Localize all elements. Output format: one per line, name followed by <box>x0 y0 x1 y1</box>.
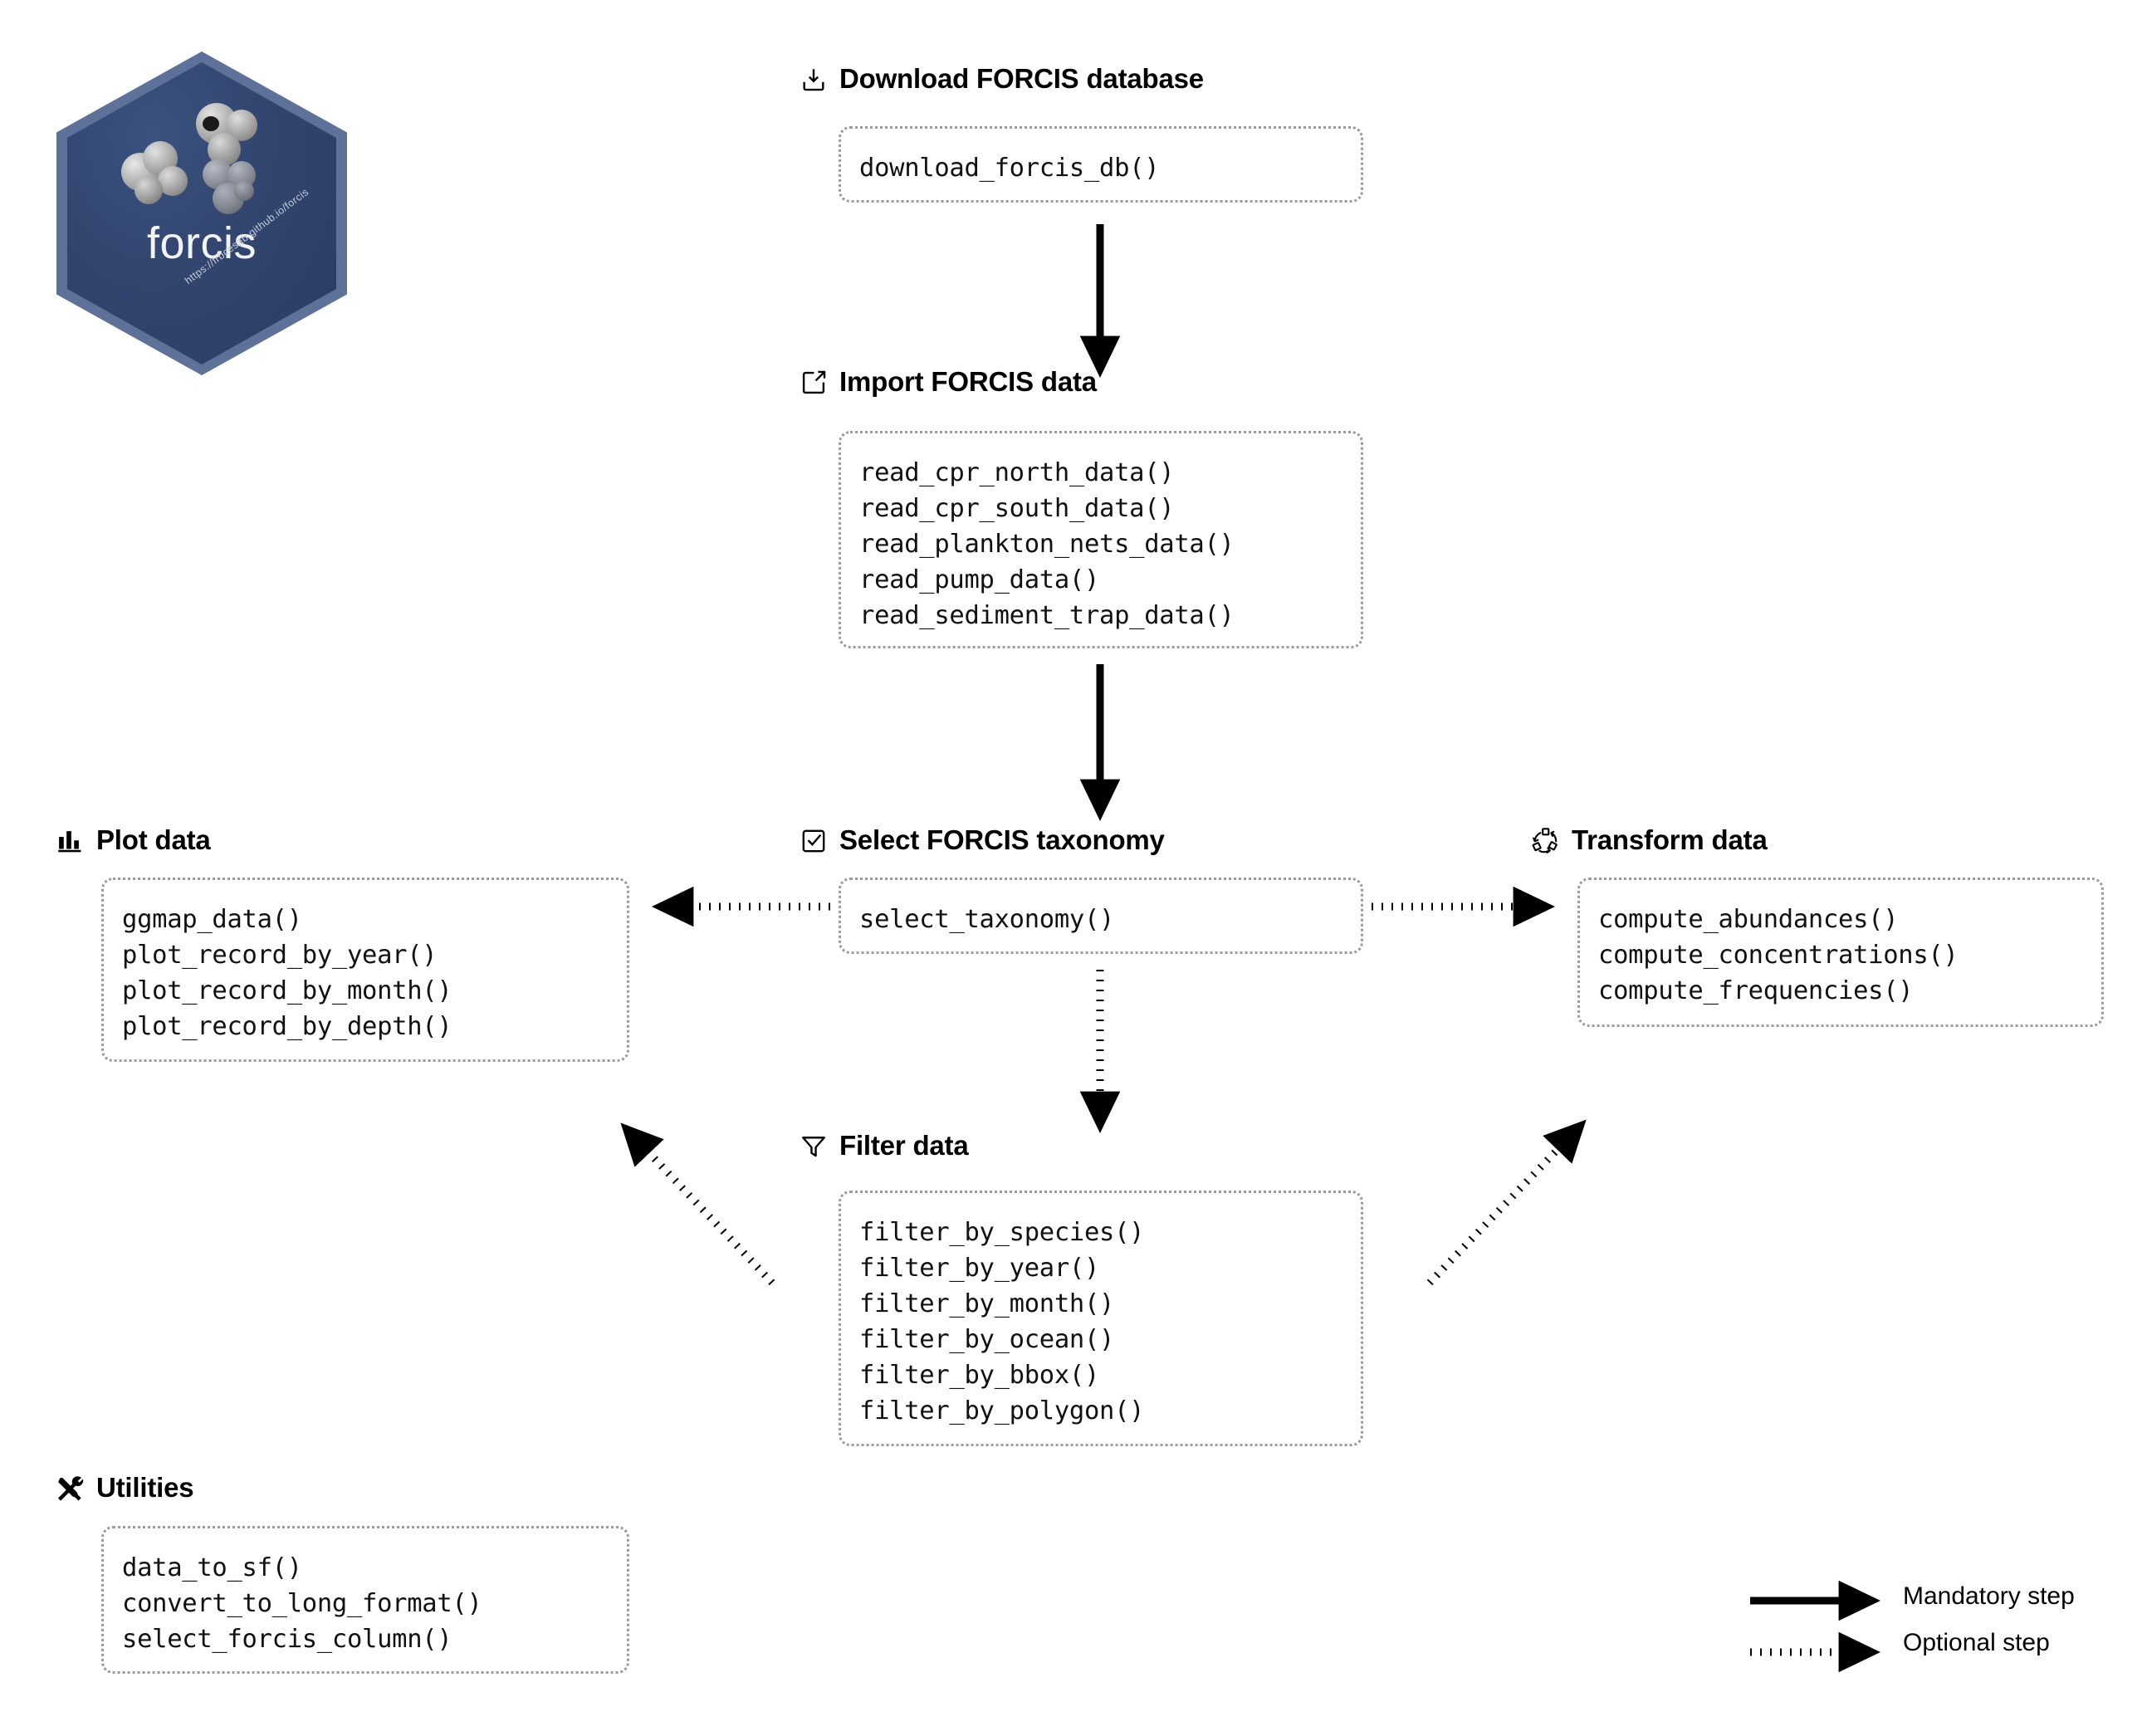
section-title: Select FORCIS taxonomy <box>839 824 1165 855</box>
code-box-import: read_cpr_north_data() read_cpr_south_dat… <box>839 431 1363 648</box>
function-name: ggmap_data() <box>122 905 302 934</box>
function-name: filter_by_polygon() <box>859 1396 1145 1425</box>
function-name: convert_to_long_format() <box>122 1589 482 1618</box>
code-box-download: download_forcis_db() <box>839 126 1363 203</box>
section-header-taxonomy: Select FORCIS taxonomy <box>800 826 1165 855</box>
function-name: plot_record_by_year() <box>122 941 438 970</box>
section-title: Download FORCIS database <box>839 63 1204 94</box>
recycle-icon <box>1532 827 1560 855</box>
section-header-import: Import FORCIS data <box>800 368 1097 397</box>
code-box-taxonomy: select_taxonomy() <box>839 878 1363 954</box>
download-icon <box>800 66 828 94</box>
function-name: plot_record_by_depth() <box>122 1012 452 1041</box>
legend-item-mandatory: Mandatory step <box>1739 1573 2075 1620</box>
function-name: read_plankton_nets_data() <box>859 530 1235 559</box>
function-name: read_cpr_north_data() <box>859 458 1175 487</box>
section-title: Filter data <box>839 1130 969 1161</box>
function-name: compute_abundances() <box>1598 905 1899 934</box>
forcis-hex-logo: forcis https://frbcesab.github.io/forcis <box>56 51 347 375</box>
function-name: filter_by_species() <box>859 1218 1145 1247</box>
section-header-utilities: Utilities <box>56 1472 194 1503</box>
function-name: read_cpr_south_data() <box>859 494 1175 523</box>
function-name: compute_frequencies() <box>1598 976 1914 1005</box>
legend: Mandatory step Optional step <box>1739 1573 2075 1666</box>
section-title: Import FORCIS data <box>839 366 1097 397</box>
legend-label-mandatory: Mandatory step <box>1903 1582 2075 1610</box>
funnel-icon <box>800 1132 828 1161</box>
arrow-filter-to-plot <box>620 1122 775 1286</box>
function-name: select_taxonomy() <box>859 905 1115 934</box>
section-title: Utilities <box>96 1472 194 1503</box>
section-title: Plot data <box>96 824 211 855</box>
function-name: filter_by_month() <box>859 1289 1115 1318</box>
code-box-utilities: data_to_sf() convert_to_long_format() se… <box>101 1526 629 1674</box>
function-name: compute_concentrations() <box>1598 941 1959 970</box>
function-name: download_forcis_db() <box>859 154 1160 183</box>
foraminifera-image <box>56 95 347 227</box>
bar-chart-icon <box>56 827 85 855</box>
function-name: read_pump_data() <box>859 565 1100 594</box>
function-name: filter_by_ocean() <box>859 1325 1115 1354</box>
function-name: filter_by_year() <box>859 1254 1100 1283</box>
function-name: data_to_sf() <box>122 1553 302 1582</box>
code-box-plot: ggmap_data() plot_record_by_year() plot_… <box>101 878 629 1062</box>
code-box-transform: compute_abundances() compute_concentrati… <box>1577 878 2104 1027</box>
legend-item-optional: Optional step <box>1739 1620 2075 1666</box>
section-header-filter: Filter data <box>800 1132 969 1161</box>
function-name: read_sediment_trap_data() <box>859 601 1235 630</box>
legend-label-optional: Optional step <box>1903 1629 2050 1656</box>
section-title: Transform data <box>1572 824 1768 855</box>
function-name: select_forcis_column() <box>122 1625 452 1654</box>
function-name: filter_by_bbox() <box>859 1361 1100 1390</box>
checkbox-icon <box>800 827 828 855</box>
function-name: plot_record_by_month() <box>122 976 452 1005</box>
section-header-plot: Plot data <box>56 826 211 855</box>
code-box-filter: filter_by_species() filter_by_year() fil… <box>839 1191 1363 1446</box>
section-header-transform: Transform data <box>1532 826 1768 855</box>
tools-icon <box>56 1474 85 1503</box>
import-icon <box>800 369 828 397</box>
arrow-filter-to-transform <box>1426 1119 1587 1286</box>
logo-name: forcis <box>146 218 257 268</box>
section-header-download: Download FORCIS database <box>800 65 1204 94</box>
